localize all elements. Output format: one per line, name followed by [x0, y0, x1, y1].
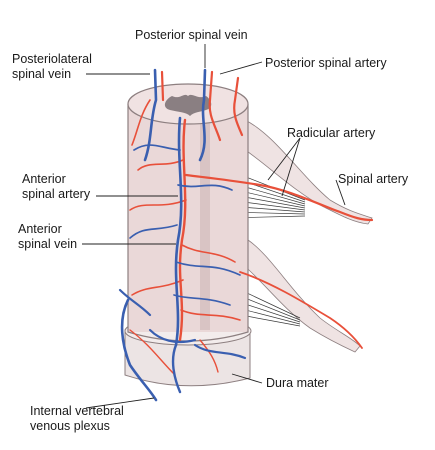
label-posterolateral-spinal-vein: Posteriolateral spinal vein — [12, 52, 92, 82]
veins — [118, 68, 247, 402]
leader-lines — [82, 44, 346, 409]
venous-plexus — [120, 298, 158, 402]
radicular-artery — [184, 173, 374, 222]
label-anterior-spinal-artery-line1: Anterior — [22, 172, 66, 186]
leader-spinal-artery — [335, 179, 346, 206]
posterior-spinal-artery — [208, 70, 222, 142]
anterior-spinal-artery — [178, 118, 187, 342]
label-posterior-spinal-artery: Posterior spinal artery — [265, 56, 387, 70]
label-radicular-artery: Radicular artery — [287, 126, 376, 140]
label-posterolateral-line1: Posteriolateral — [12, 52, 92, 66]
nerve-roots — [237, 119, 373, 353]
spinal-cord — [127, 83, 249, 342]
arteries — [129, 70, 374, 376]
label-internal-vertebral-venous-plexus: Internal vertebral venous plexus — [30, 404, 124, 434]
label-posterolateral-line2: spinal vein — [12, 67, 72, 81]
label-spinal-artery: Spinal artery — [338, 172, 409, 186]
label-dura-mater: Dura mater — [266, 376, 329, 390]
label-posterior-spinal-vein: Posterior spinal vein — [135, 28, 248, 42]
label-venous-plexus-line1: Internal vertebral — [30, 404, 124, 418]
posterolateral-spinal-vein — [143, 68, 158, 162]
label-venous-plexus-line2: venous plexus — [30, 419, 110, 433]
label-anterior-spinal-artery: Anterior spinal artery — [22, 172, 90, 202]
leader-posterior-spinal-artery — [219, 61, 263, 75]
anterior-spinal-vein — [174, 116, 183, 347]
leader-dura-mater — [231, 373, 263, 384]
grey-matter — [164, 94, 212, 116]
leader-radicular-artery-1 — [267, 137, 301, 181]
label-anterior-spinal-vein-line1: Anterior — [18, 222, 62, 236]
leader-radicular-artery-2 — [281, 137, 301, 197]
label-anterior-spinal-artery-line2: spinal artery — [22, 187, 91, 201]
label-anterior-spinal-vein-line2: spinal vein — [18, 237, 78, 251]
label-anterior-spinal-vein: Anterior spinal vein — [18, 222, 77, 252]
posterior-spinal-vein — [198, 68, 207, 162]
leader-venous-plexus — [85, 397, 155, 409]
